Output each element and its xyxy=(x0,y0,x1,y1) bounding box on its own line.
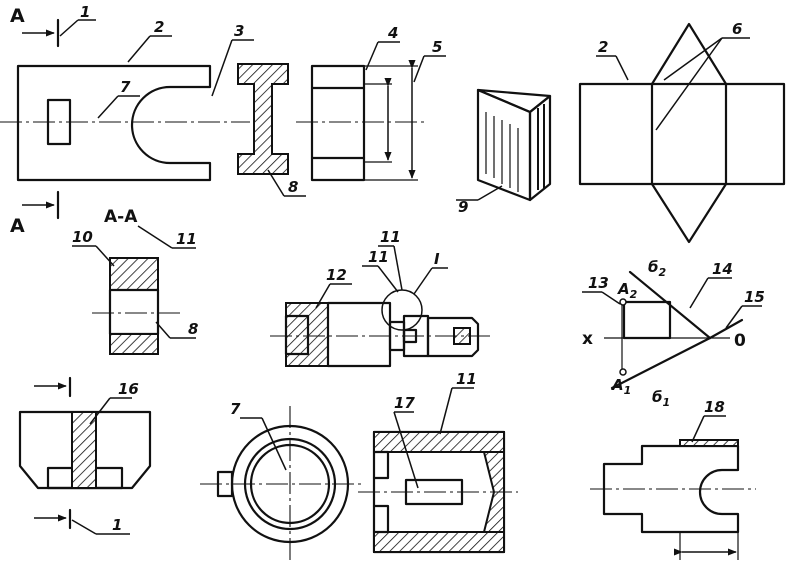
development-view: 2 6 xyxy=(578,20,786,244)
callout-2-left: 2 xyxy=(154,18,164,36)
section-mark-top: A 1 xyxy=(10,3,96,48)
section-a-a: A-A 11 10 8 xyxy=(72,207,198,355)
callout-9: 9 xyxy=(458,198,468,216)
callout-17: 17 xyxy=(394,394,415,412)
section-title: A-A xyxy=(104,207,138,227)
bottom-left-part: 16 1 xyxy=(18,376,152,535)
trace-b2-label: б2 xyxy=(648,258,666,279)
i-beam-section: 3 8 xyxy=(211,22,306,197)
callout-12: 12 xyxy=(326,266,347,284)
block-front-view: 2 7 xyxy=(0,18,250,182)
callout-2-right: 2 xyxy=(598,38,608,56)
callout-13: 13 xyxy=(588,274,609,292)
callout-11-detail: 11 xyxy=(368,248,389,266)
detail-mark: I xyxy=(434,250,440,268)
fork-part: 18 xyxy=(590,398,756,560)
block-side-view: 4 5 xyxy=(296,24,446,182)
hollow-body-section: 17 11 xyxy=(358,370,518,554)
axis-zero-label: 0 xyxy=(734,331,746,351)
point-a2-label: A2 xyxy=(617,280,638,301)
point-a1-label: A1 xyxy=(611,376,631,397)
callout-15: 15 xyxy=(744,288,765,306)
callout-16: 16 xyxy=(118,380,139,398)
section-letter-bottom: A xyxy=(10,215,25,237)
triangular-prism: 9 xyxy=(456,88,552,216)
trace-b1-label: б1 xyxy=(652,388,670,409)
callout-1-bottom: 1 xyxy=(112,516,122,534)
callout-14: 14 xyxy=(712,260,733,278)
callout-11-section: 11 xyxy=(176,230,197,248)
circular-flange: 7 xyxy=(200,400,362,564)
callout-5: 5 xyxy=(432,38,442,56)
callout-3: 3 xyxy=(234,22,244,40)
callout-7-bottom: 7 xyxy=(230,400,241,418)
shaft-part: 12 11 11 I xyxy=(270,228,490,368)
section-mark-bottom: A xyxy=(10,190,60,237)
callout-8-top: 8 xyxy=(288,178,298,196)
callout-1-top: 1 xyxy=(80,3,90,21)
callout-8-section: 8 xyxy=(188,320,198,338)
callout-10: 10 xyxy=(72,228,93,246)
callout-11-top: 11 xyxy=(380,228,401,246)
callout-4: 4 xyxy=(387,24,398,42)
callout-6: 6 xyxy=(732,20,742,38)
callout-11-bottom: 11 xyxy=(456,370,477,388)
callout-7-top: 7 xyxy=(120,78,131,96)
callout-18: 18 xyxy=(704,398,725,416)
axis-x-label: x xyxy=(582,329,593,349)
section-letter-top: A xyxy=(10,5,25,27)
projection-construction: x 0 A2 A1 б2 б1 13 14 15 xyxy=(582,258,765,409)
